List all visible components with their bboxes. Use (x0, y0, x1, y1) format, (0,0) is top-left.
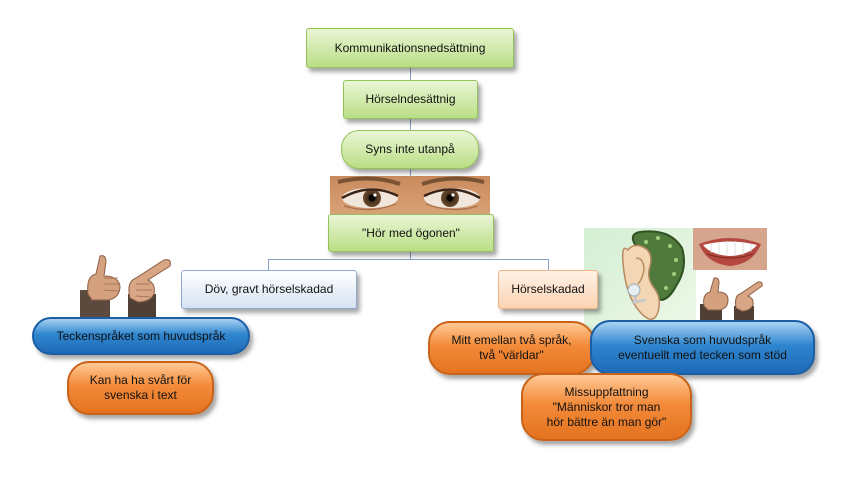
connector-to-dov (268, 259, 269, 270)
smiling-mouth-photo (693, 228, 767, 270)
node-kan-ha-svart[interactable]: Kan ha ha svårt för svenska i text (67, 361, 214, 415)
node-hor-med-ogonen[interactable]: "Hör med ögonen" (328, 214, 494, 252)
node-kommunikationsnedsattning[interactable]: Kommunikationsnedsättning (306, 28, 514, 68)
hearing-aid-ear (584, 228, 696, 336)
node-mitt-emellan[interactable]: Mitt emellan två språk, två "världar" (428, 321, 595, 375)
node-dov-gravt-horselskadad[interactable]: Döv, gravt hörselskadad (181, 270, 357, 309)
connector-ogon-down (410, 252, 411, 260)
pointing-hands-right (700, 277, 763, 322)
connector-root-horsel (410, 68, 411, 80)
connector-horizontal (268, 259, 548, 260)
node-horselskadad[interactable]: Hörselskadad (498, 270, 598, 309)
connector-horsel-syns (410, 119, 411, 130)
node-missuppfattning[interactable]: Missuppfattning "Människor tror man hör … (521, 373, 692, 441)
node-syns-inte-utanpa[interactable]: Syns inte utanpå (341, 130, 479, 169)
node-teckenspraket[interactable]: Teckenspråket som huvudspråk (32, 317, 250, 355)
node-svenska-huvudsprak[interactable]: Svenska som huvudspråk eventuellt med te… (590, 320, 815, 375)
connector-to-horselskadad (548, 259, 549, 270)
pointing-hands-left (80, 255, 171, 320)
eyes-photo (330, 176, 490, 220)
node-horselndesattnig[interactable]: Hörselndesättnig (343, 80, 478, 119)
